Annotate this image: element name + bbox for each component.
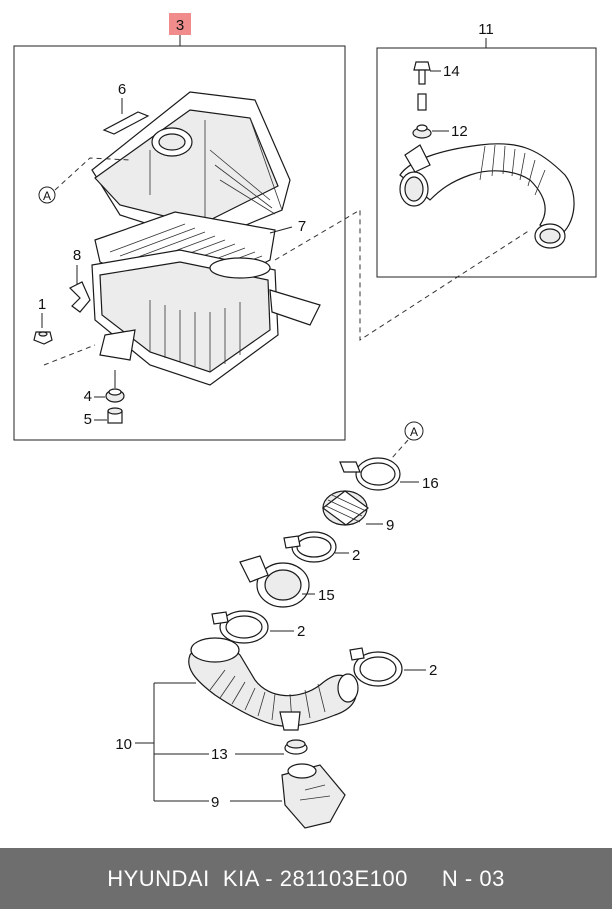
callout-a-lower-letter: A [410,425,418,439]
label-sticker [102,111,150,135]
label-3: 3 [176,17,184,34]
hose-clamp-2b [211,610,269,644]
label-12: 12 [451,123,468,140]
air-intake-hose [188,637,359,731]
nut [33,331,53,345]
label-11: 11 [478,21,494,38]
hose-clamp-13 [284,739,308,755]
footer-page-code: N - 03 [441,865,505,891]
label-2b: 2 [297,623,305,640]
label-16: 16 [422,475,439,492]
clip [68,281,91,313]
highlight-box [169,13,191,35]
label-2a: 2 [352,547,360,564]
label-15: 15 [318,587,335,604]
label-8: 8 [73,247,81,264]
footer-bar: HYUNDAI KIA - 281103E100 N - 03 [0,848,612,909]
parts-diagram: 3 6 A 7 8 1 [13,13,597,829]
label-1: 1 [38,296,46,313]
air-flow-sensor [239,555,310,608]
callout-a-letter: A [43,189,51,203]
label-10: 10 [115,736,132,753]
screw [413,61,431,111]
intake-duct [399,143,575,249]
bolt [107,407,123,424]
label-13: 13 [211,746,228,763]
grommet [105,388,125,403]
hose-clamp-2a [283,531,337,563]
footer-part-number: HYUNDAI KIA - 281103E100 [107,865,408,891]
hose-upper [322,490,369,526]
label-9-upper: 9 [386,517,394,534]
label-6: 6 [118,81,126,98]
label-2c: 2 [429,662,437,679]
grommet-insulator [412,124,432,139]
label-5: 5 [84,411,92,428]
hose-clamp-16 [339,457,401,491]
label-14: 14 [443,63,460,80]
label-9-lower: 9 [211,794,219,811]
air-cleaner-cover [91,91,291,243]
hose-clamp-2c [349,647,403,687]
label-7: 7 [298,218,306,235]
callout-a-lower [404,421,424,441]
air-cleaner-body [91,249,321,386]
callout-a [38,186,56,204]
resonator [281,763,346,829]
label-4: 4 [84,388,92,405]
